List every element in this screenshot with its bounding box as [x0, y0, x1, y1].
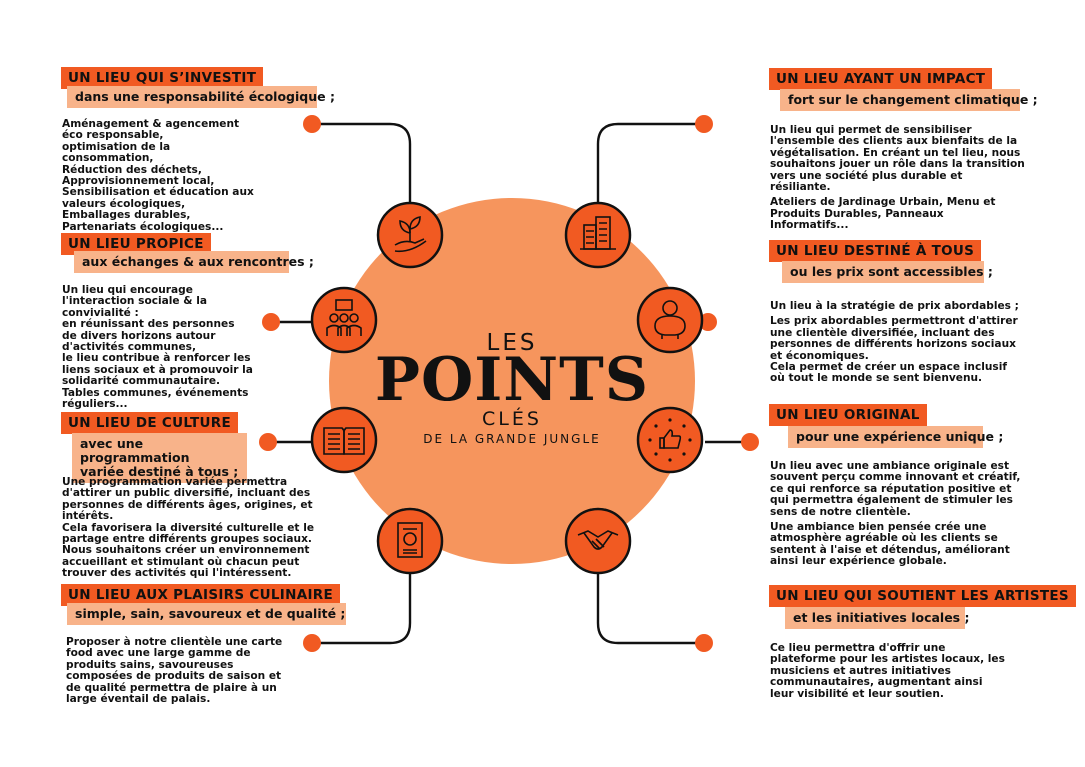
block-body: Un lieu qui permet de sensibiliser l'ens…	[770, 124, 1025, 232]
block-title: UN LIEU AUX PLAISIRS CULINAIRE	[61, 584, 340, 606]
block-title: UN LIEU PROPICE	[61, 233, 211, 255]
block-subtitle: simple, sain, savoureux et de qualité ;	[67, 603, 346, 625]
block-subtitle: fort sur le changement climatique ;	[780, 89, 1038, 111]
block-subtitle: ou les prix sont accessibles ;	[782, 261, 993, 283]
thumbs-up-stars-icon	[636, 406, 704, 474]
block-title: UN LIEU QUI S’INVESTIT	[61, 67, 264, 89]
block-body: Un lieu avec une ambiance originale est …	[770, 460, 1021, 568]
block-subtitle: et les initiatives locales ;	[785, 607, 969, 629]
block-subtitle: dans une responsabilité écologique ;	[67, 86, 335, 108]
block-body: Ce lieu permettra d'offrir une plateform…	[770, 642, 1005, 700]
green-building-icon	[564, 201, 632, 269]
block-subtitle: avec une programmation variée destiné à …	[72, 433, 247, 483]
piggy-bank-icon	[636, 286, 704, 354]
plant-in-hand-icon	[376, 201, 444, 269]
center-title-points: POINTS	[374, 345, 650, 415]
block-body: Proposer à notre clientèle une carte foo…	[66, 636, 283, 706]
center-subtitle: DE LA GRANDE JUNGLE	[423, 432, 601, 446]
center-title-cles: CLÉS	[482, 408, 542, 430]
central-circle	[329, 198, 695, 564]
block-title: UN LIEU AYANT UN IMPACT	[769, 68, 993, 90]
group-chat-icon	[310, 286, 378, 354]
center-title-les: LES	[486, 330, 538, 356]
block-body: Une programmation variée permettra d'att…	[62, 476, 315, 580]
open-book-icon	[310, 406, 378, 474]
block-body: Aménagement & agencement éco responsable…	[62, 118, 254, 233]
connector-dots	[259, 115, 759, 652]
block-body: Un lieu à la stratégie de prix abordable…	[770, 300, 1019, 385]
menu-card-icon	[376, 507, 444, 575]
handshake-icon	[564, 507, 632, 575]
block-subtitle: pour une expérience unique ;	[788, 426, 1003, 448]
block-body: Un lieu qui encourage l'interaction soci…	[62, 284, 253, 411]
connector-lines	[268, 122, 750, 645]
block-title: UN LIEU QUI SOUTIENT LES ARTISTES	[769, 585, 1076, 607]
block-title: UN LIEU DE CULTURE	[61, 412, 239, 434]
block-subtitle: aux échanges & aux rencontres ;	[74, 251, 314, 273]
block-title: UN LIEU ORIGINAL	[769, 404, 927, 426]
block-title: UN LIEU DESTINÉ À TOUS	[769, 240, 982, 262]
